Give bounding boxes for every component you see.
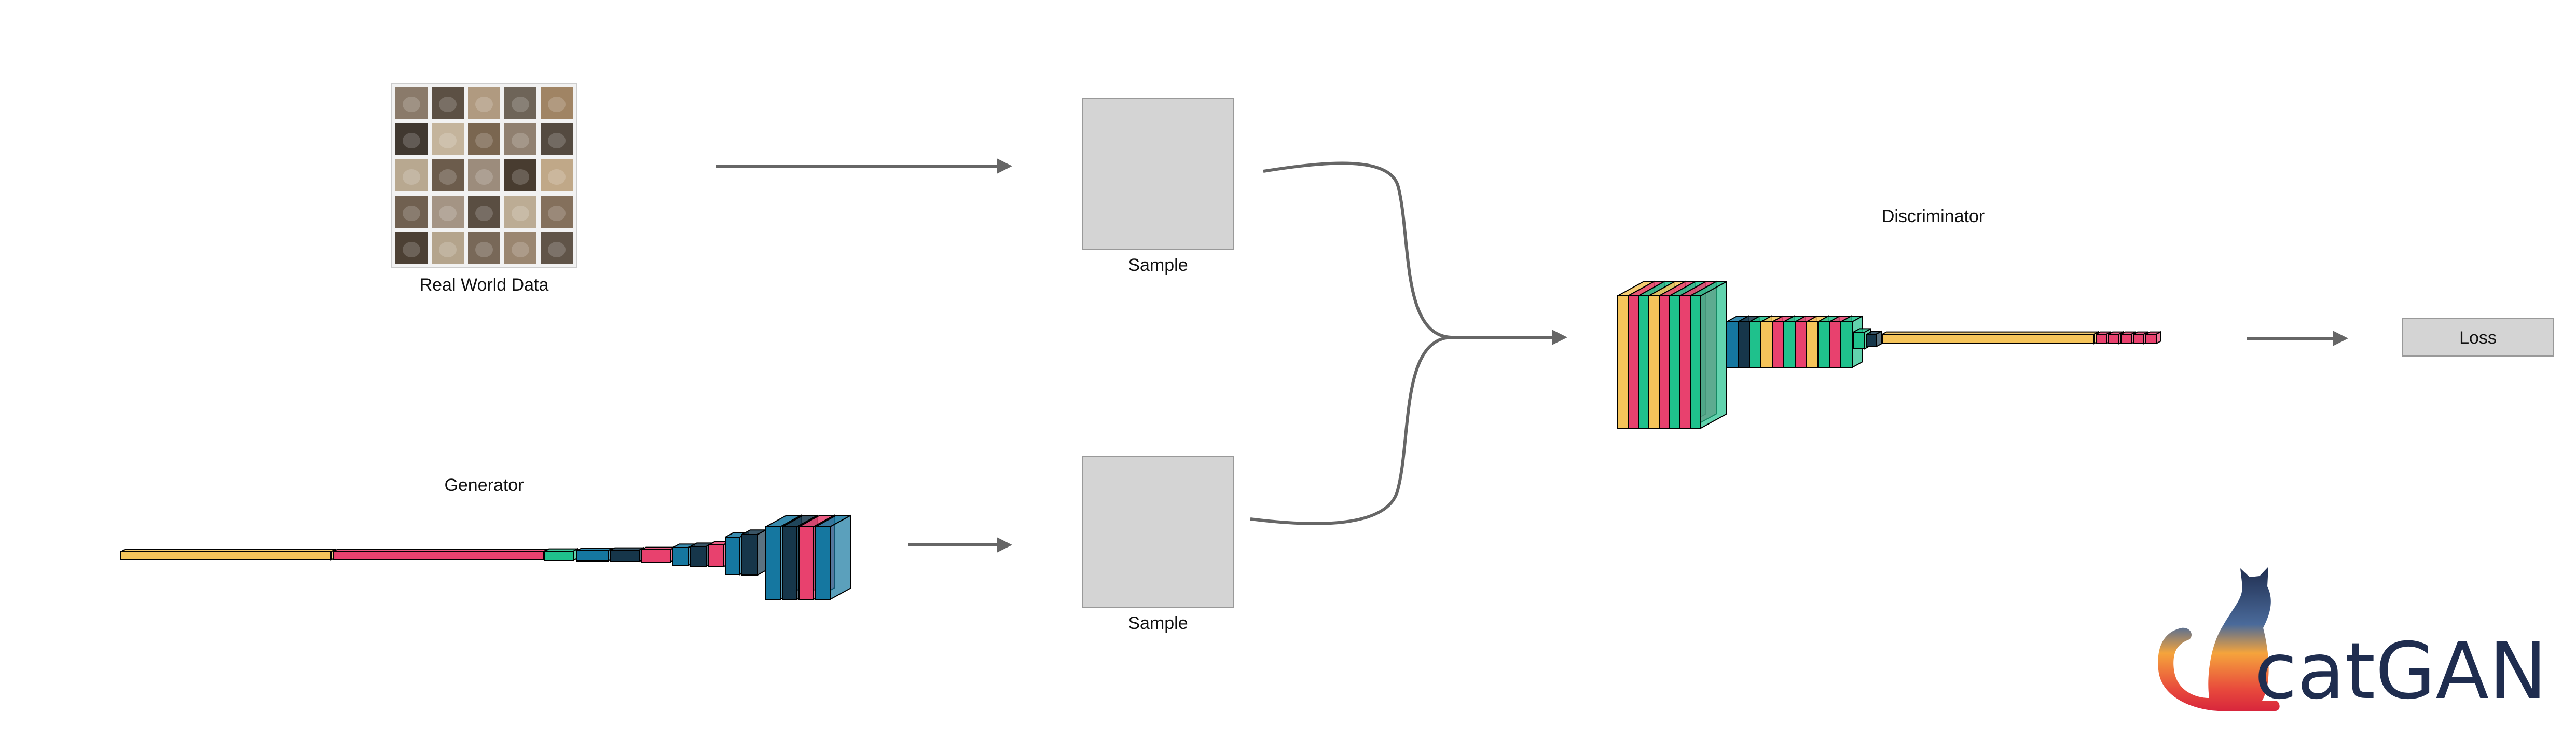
cat-photo-thumbnail bbox=[541, 87, 573, 119]
cat-photo-thumbnail bbox=[395, 232, 428, 264]
cat-photo-thumbnail bbox=[468, 123, 500, 155]
cat-photo-thumbnail bbox=[541, 196, 573, 228]
cat-photo-thumbnail bbox=[395, 123, 428, 155]
cat-face-shape bbox=[475, 133, 493, 148]
generator-layer bbox=[576, 547, 613, 562]
generator-layer bbox=[544, 548, 578, 562]
cat-photo-thumbnail bbox=[504, 87, 536, 119]
cat-photo-thumbnail bbox=[541, 159, 573, 191]
generator-layer bbox=[741, 529, 766, 576]
discriminator-network bbox=[1617, 280, 2161, 429]
cat-face-shape bbox=[439, 169, 457, 185]
cat-face-shape bbox=[548, 97, 566, 112]
cat-photo-thumbnail bbox=[541, 232, 573, 264]
cat-photo-grid-icon bbox=[395, 87, 573, 264]
cat-face-shape bbox=[475, 97, 493, 112]
cat-photo-thumbnail bbox=[432, 123, 464, 155]
cat-photo-thumbnail bbox=[468, 196, 500, 228]
sample-label-top: Sample bbox=[1128, 255, 1188, 275]
cat-photo-thumbnail bbox=[468, 232, 500, 264]
cat-face-shape bbox=[512, 97, 529, 112]
cat-face-shape bbox=[403, 133, 420, 148]
cat-face-shape bbox=[512, 169, 529, 185]
cat-face-shape bbox=[548, 206, 566, 221]
cat-photo-thumbnail bbox=[468, 87, 500, 119]
generator-layer bbox=[610, 546, 644, 563]
real-world-data-grid bbox=[391, 83, 577, 268]
cat-photo-thumbnail bbox=[504, 196, 536, 228]
discriminator-small-layer bbox=[1866, 330, 1882, 348]
cat-face-shape bbox=[548, 133, 566, 148]
generator-layer bbox=[815, 514, 851, 600]
discriminator-output-layer bbox=[2145, 331, 2161, 345]
cat-face-shape bbox=[439, 206, 457, 221]
sample-box-bottom bbox=[1082, 456, 1234, 608]
cat-photo-thumbnail bbox=[432, 196, 464, 228]
catgan-logo: catGAN bbox=[2158, 567, 2547, 717]
cat-photo-thumbnail bbox=[541, 123, 573, 155]
cat-photo-thumbnail bbox=[395, 87, 428, 119]
cat-photo-thumbnail bbox=[432, 232, 464, 264]
merge-curve-bottom bbox=[1250, 336, 1453, 525]
cat-face-shape bbox=[475, 242, 493, 257]
cat-face-shape bbox=[403, 169, 420, 185]
sample-box-top bbox=[1082, 98, 1234, 250]
cat-face-shape bbox=[439, 97, 457, 112]
generator-layer bbox=[120, 548, 336, 561]
cat-face-shape bbox=[475, 169, 493, 185]
real-world-data-label: Real World Data bbox=[420, 275, 549, 295]
generator-layer bbox=[333, 548, 548, 561]
cat-photo-thumbnail bbox=[504, 232, 536, 264]
cat-face-shape bbox=[512, 206, 529, 221]
cat-face-shape bbox=[403, 242, 420, 257]
cat-face-shape bbox=[475, 206, 493, 221]
cat-photo-thumbnail bbox=[395, 159, 428, 191]
sample-label-bottom: Sample bbox=[1128, 613, 1188, 633]
discriminator-dense-layer bbox=[1882, 331, 2099, 345]
cat-photo-thumbnail bbox=[395, 196, 428, 228]
cat-photo-thumbnail bbox=[468, 159, 500, 191]
arrows bbox=[716, 158, 2348, 553]
discriminator-label: Discriminator bbox=[1882, 207, 1985, 226]
cat-silhouette-logo-icon bbox=[2158, 567, 2280, 711]
cat-photo-thumbnail bbox=[432, 159, 464, 191]
cat-face-shape bbox=[512, 133, 529, 148]
generator-layer bbox=[641, 546, 675, 563]
loss-box bbox=[2402, 318, 2554, 357]
cat-face-shape bbox=[548, 242, 566, 257]
cat-face-shape bbox=[548, 169, 566, 185]
cat-face-shape bbox=[439, 242, 457, 257]
generator-network bbox=[120, 514, 851, 600]
merge-curve-top bbox=[1263, 161, 1453, 339]
generator-label: Generator bbox=[444, 475, 524, 495]
cat-photo-thumbnail bbox=[432, 87, 464, 119]
loss-label: Loss bbox=[2459, 328, 2497, 348]
cat-face-shape bbox=[403, 97, 420, 112]
logo-text: catGAN bbox=[2254, 626, 2547, 717]
cat-photo-thumbnail bbox=[504, 159, 536, 191]
cat-face-shape bbox=[512, 242, 529, 257]
cat-face-shape bbox=[439, 133, 457, 148]
cat-face-shape bbox=[403, 206, 420, 221]
discriminator-conv-layer bbox=[1690, 280, 1727, 429]
cat-photo-thumbnail bbox=[504, 123, 536, 155]
